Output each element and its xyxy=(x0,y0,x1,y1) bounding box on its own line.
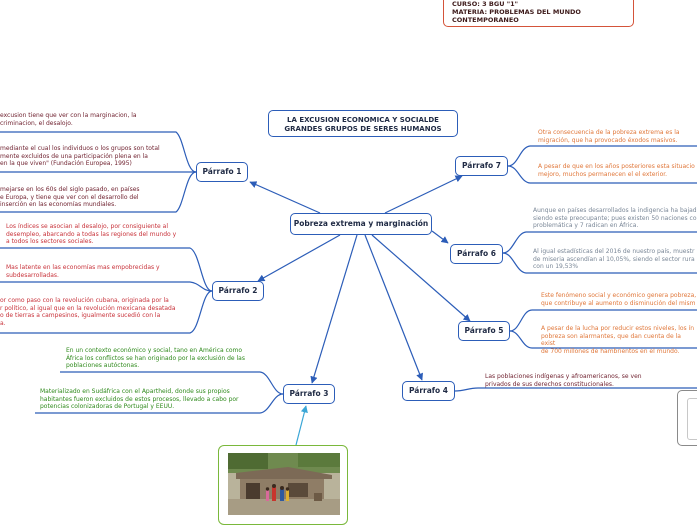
note-p4-1: Las poblaciones indígenas y afroamerican… xyxy=(485,373,642,388)
node-parrafo-4[interactable]: Párrafo 4 xyxy=(402,381,455,401)
link-center-p3 xyxy=(310,234,358,384)
note-p6-2: Al igual estadísticas del 2016 de nuestr… xyxy=(533,248,695,271)
note-p6-1: Aunque en países desarrollados la indige… xyxy=(533,207,697,230)
subject-line: MATERIA: PROBLEMAS DEL MUNDO xyxy=(452,8,581,16)
note-p7-1: Otra consecuencia de la pobreza extrema … xyxy=(538,129,680,144)
link-center-p4 xyxy=(364,234,423,381)
note-p5-1: Este fenómeno social y económico genera … xyxy=(541,292,697,307)
node-parrafo-2[interactable]: Párrafo 2 xyxy=(212,281,264,301)
link-center-p5 xyxy=(371,234,471,322)
title-line-2: GRANDES GRUPOS DE SERES HUMANOS xyxy=(284,124,442,133)
village-photo xyxy=(228,453,340,515)
link-center-p7 xyxy=(384,175,463,214)
link-center-p1 xyxy=(249,181,321,214)
link-center-p2 xyxy=(257,234,341,282)
note-p5-2: A pesar de la lucha por reducir estos ni… xyxy=(541,325,695,355)
note-p1-2: mediante el cual los individuos o los gr… xyxy=(0,145,160,168)
note-p7-2: A pesar de que en los años posteriores e… xyxy=(538,163,695,178)
link-photo-p3 xyxy=(295,405,308,446)
photo-node[interactable] xyxy=(218,445,348,525)
note-p3-2: Materializado en Sudáfrica con el Aparth… xyxy=(40,388,239,411)
side-card[interactable] xyxy=(677,390,697,446)
side-card-inner xyxy=(687,398,697,440)
node-parrafo-5[interactable]: Párrafo 5 xyxy=(458,321,510,341)
subject-line-2: CONTEMPORANEO xyxy=(452,16,519,24)
note-p2-2: Mas latente en las economías mas empobre… xyxy=(6,264,160,279)
note-p2-1: Los índices se asocian al desalojo, por … xyxy=(6,223,177,246)
course-info-box: CURSO: 3 BGU "1" MATERIA: PROBLEMAS DEL … xyxy=(443,0,634,27)
node-parrafo-3[interactable]: Párrafo 3 xyxy=(283,384,335,404)
note-p3-1: En un contexto económico y social, tano … xyxy=(66,347,245,370)
node-parrafo-7[interactable]: Párrafo 7 xyxy=(455,156,508,176)
note-p1-3: mejarse en los 60s del siglo pasado, en … xyxy=(0,186,140,209)
link-center-p6 xyxy=(431,230,449,244)
node-parrafo-1[interactable]: Párrafo 1 xyxy=(196,162,248,182)
node-parrafo-6[interactable]: Párrafo 6 xyxy=(450,244,503,264)
note-p2-3: or como paso con la revolución cubana, o… xyxy=(0,297,176,327)
note-p1-1: excusion tiene que ver con la marginacio… xyxy=(0,112,137,127)
title-line-1: LA EXCUSION ECONOMICA Y SOCIALDE xyxy=(287,116,439,124)
course-line: CURSO: 3 BGU "1" xyxy=(452,0,519,8)
central-topic[interactable]: Pobreza extrema y marginación xyxy=(290,213,432,235)
map-title[interactable]: LA EXCUSION ECONOMICA Y SOCIALDE GRANDES… xyxy=(268,110,458,137)
